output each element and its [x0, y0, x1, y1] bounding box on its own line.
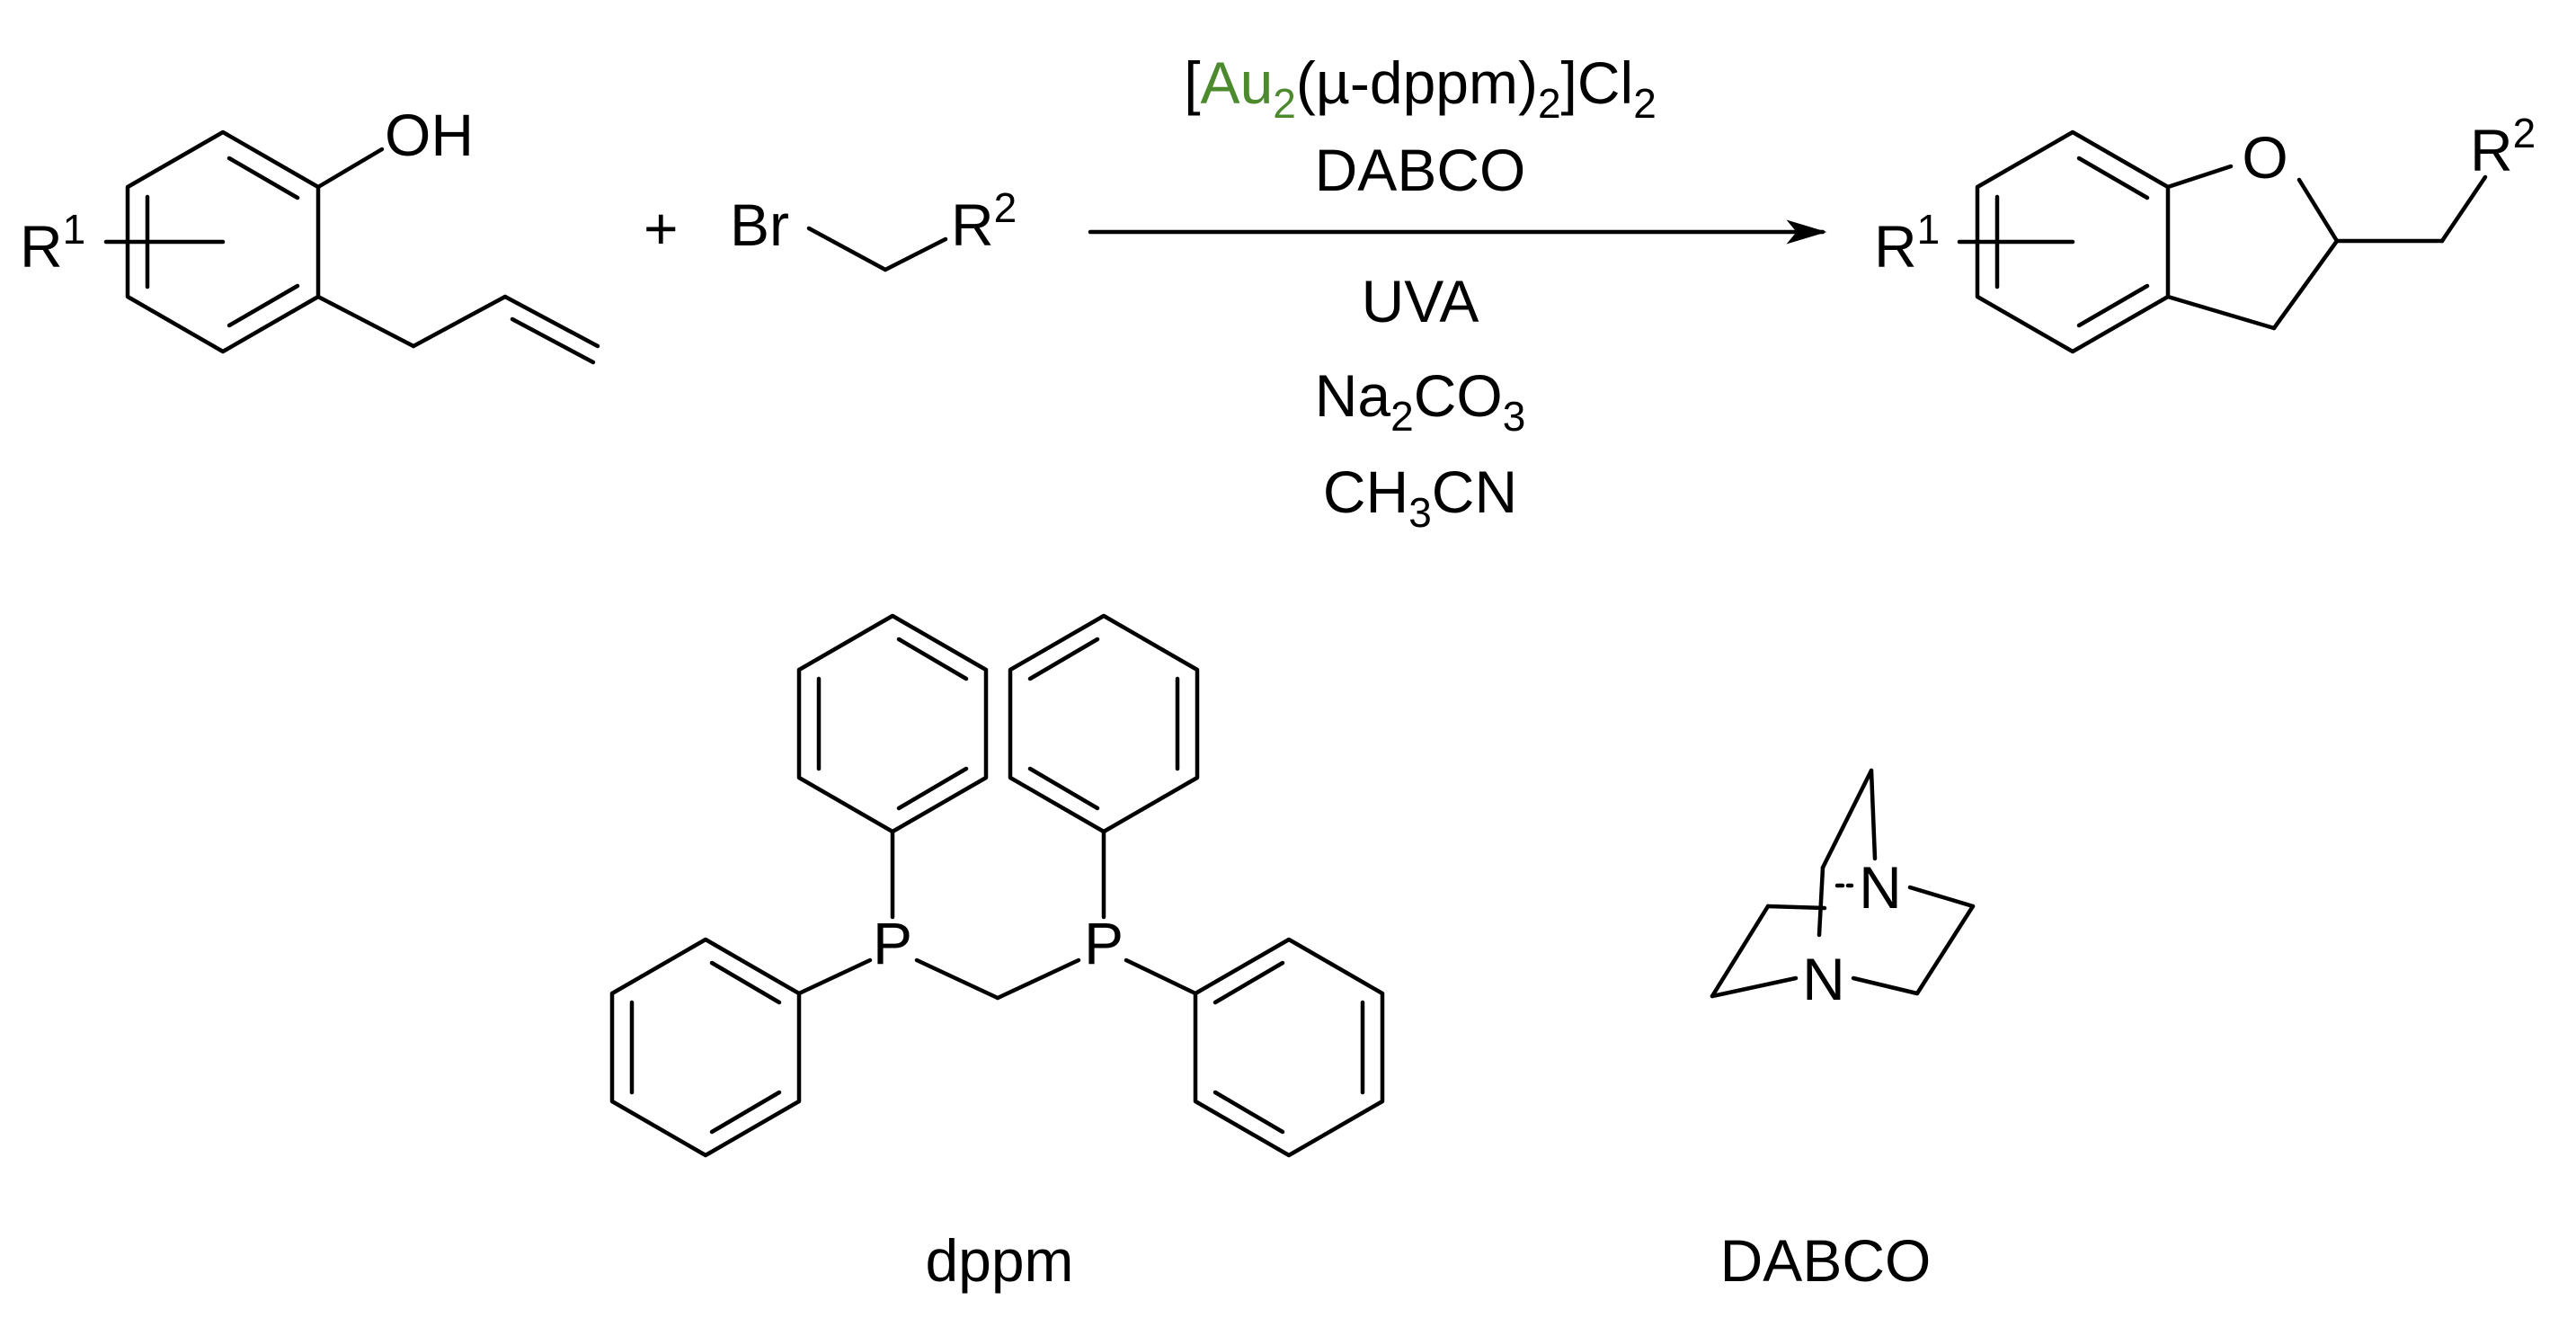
- c-r2-bond: [883, 236, 948, 272]
- br-c-bond: [806, 226, 888, 272]
- sodium-carbonate-label: Na2CO3: [1315, 362, 1526, 440]
- phosphorus-label: P: [873, 910, 912, 976]
- phenyl-double-bond: [709, 1090, 782, 1135]
- p-phenyl-bond: [1124, 957, 1198, 996]
- product-oxygen-label: O: [2242, 124, 2287, 191]
- dabco-caption: DABCO: [1720, 1227, 1932, 1294]
- dabco-bond: [1765, 904, 1827, 911]
- phenyl-double-bond: [896, 766, 969, 811]
- dabco-bond: [1817, 865, 1825, 938]
- phenyl-ring: [609, 937, 802, 1158]
- alkyl-bromide-molecule: Br R2: [730, 184, 1017, 272]
- dabco-bond: [1820, 768, 1874, 870]
- dabco-condition-label: DABCO: [1315, 137, 1526, 203]
- product-ring-double-bond: [2076, 283, 2150, 328]
- catalyst-label: [Au2(µ-dppm)2]Cl2: [1184, 49, 1657, 127]
- dabco-bond: [1710, 975, 1799, 999]
- allyl-bond: [315, 294, 416, 349]
- acetonitrile-label: CH3CN: [1323, 459, 1517, 536]
- product-r1-label: R1: [1874, 206, 1940, 280]
- dabco-bond: [1869, 768, 1878, 861]
- dabco-bond: [1907, 885, 1976, 909]
- phenyl-ring: [1193, 937, 1385, 1158]
- ch2-p-bond: [995, 957, 1081, 1001]
- phenol-ring-double-bond: [227, 156, 300, 200]
- phenyl-double-bond: [709, 960, 782, 1005]
- oh-label: OH: [385, 102, 474, 168]
- ch2-r2-bond: [2439, 174, 2488, 244]
- dabco-bond: [1710, 904, 1771, 999]
- allylphenol-molecule: R1 OH: [20, 102, 600, 365]
- p-ch2-bond: [914, 957, 1000, 1001]
- bromine-label: Br: [730, 191, 789, 258]
- dabco-bond: [1851, 975, 1920, 996]
- r2-label: R2: [951, 184, 1017, 258]
- dihydrobenzofuran-molecule: R1 O R2: [1874, 110, 2536, 354]
- dppm-molecule: P P dppm: [609, 613, 1385, 1294]
- allyl-double-bond: [502, 294, 600, 349]
- plus-sign: +: [644, 195, 679, 262]
- uva-label: UVA: [1362, 268, 1479, 334]
- phenyl-double-bond: [896, 637, 969, 681]
- nitrogen-label: N: [1859, 854, 1902, 921]
- phenyl-double-bond: [1027, 766, 1100, 811]
- p-phenyl-bond: [796, 957, 873, 996]
- phenol-ring-double-bond: [227, 283, 300, 328]
- phenyl-double-bond: [1212, 960, 1285, 1005]
- product-ring-double-bond: [2076, 156, 2150, 200]
- ring-o-bond: [2165, 164, 2234, 190]
- dabco-molecule: N N DABCO: [1710, 768, 1976, 1294]
- r1-label: R1: [20, 206, 85, 280]
- nitrogen-label: N: [1802, 946, 1845, 1012]
- dppm-caption: dppm: [925, 1227, 1073, 1294]
- phenyl-double-bond: [1212, 1090, 1285, 1135]
- phosphorus-label: P: [1084, 910, 1124, 976]
- phenyl-double-bond: [1027, 637, 1100, 681]
- phenyl-ring: [796, 613, 989, 834]
- ch2-ring-bond: [2165, 294, 2277, 331]
- allyl-bond: [411, 294, 508, 349]
- phenyl-ring: [1008, 613, 1200, 834]
- product-r2-label: R2: [2470, 110, 2536, 183]
- dabco-bond: [1914, 904, 1976, 996]
- ch-ch2-bond: [2271, 238, 2340, 331]
- oh-bond: [315, 147, 385, 190]
- o-ch-bond: [2296, 177, 2340, 244]
- allyl-double-bond: [510, 316, 596, 365]
